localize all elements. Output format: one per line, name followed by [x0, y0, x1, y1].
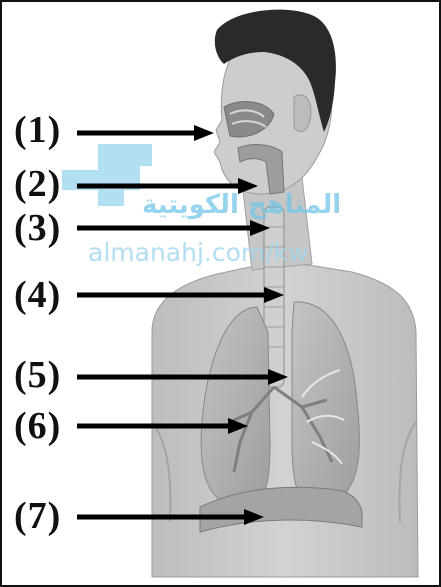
- arrow-1: [77, 125, 214, 141]
- label-5: (5): [14, 355, 61, 395]
- arrow-3: [77, 220, 270, 236]
- label-1: (1): [14, 110, 61, 150]
- label-4: (4): [14, 275, 61, 315]
- label-6: (6): [14, 406, 61, 446]
- torso: [152, 264, 418, 577]
- watermark-logo: [62, 144, 152, 206]
- ear: [294, 95, 311, 132]
- label-3: (3): [14, 208, 61, 248]
- label-7: (7): [14, 496, 61, 536]
- label-2: (2): [14, 164, 61, 204]
- watermark-url: almanahj.com/kw: [88, 238, 309, 267]
- watermark-logo-text: المناهج الكويتية: [142, 190, 341, 220]
